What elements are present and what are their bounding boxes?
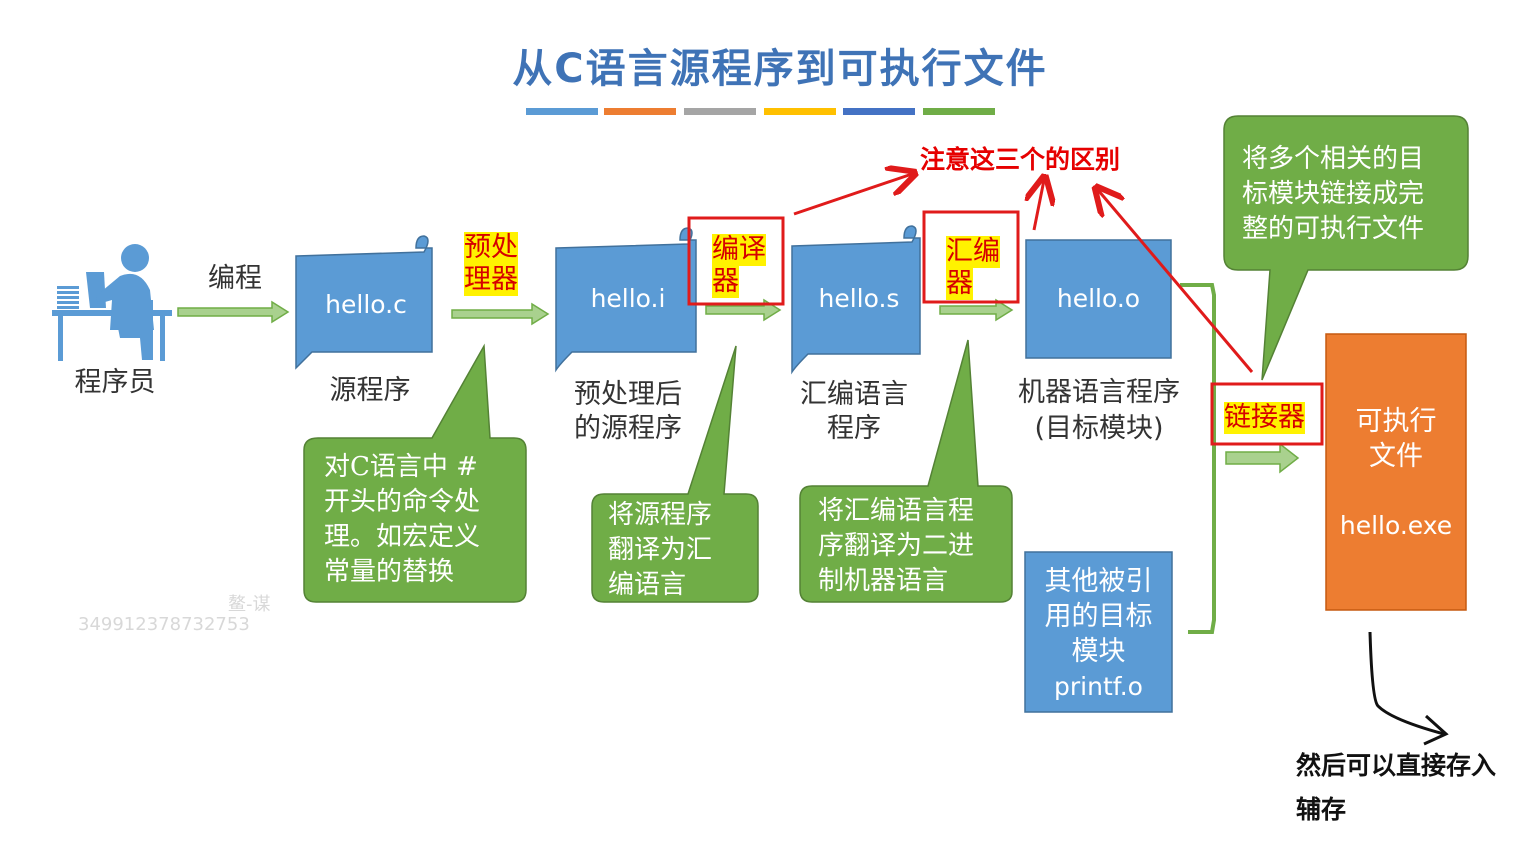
preprocess-bubble-line2: 开头的命令处 [324,487,481,517]
store-note-line2: 辅存 [1296,795,1347,824]
executable-box [1325,333,1467,611]
object-module-box [1025,239,1172,359]
assemble-bubble-text: 将汇编语言程 序翻译为二进 制机器语言 [818,494,974,599]
linker-label: 链接器 [1224,402,1305,434]
arrow-code [177,300,290,324]
other-modules-line1: 其他被引 [1044,566,1153,597]
assembler-label-line1: 汇编 [946,236,1000,268]
diagram-title: 从C语言源程序到可执行文件 [512,46,1048,92]
arrow-assemble [939,298,1014,322]
scroll-shapes [295,225,921,375]
color-bar-gray [684,108,756,115]
executable-filename: hello.exe [1339,511,1453,540]
executable-line2: 文件 [1369,441,1423,472]
difference-note: 注意这三个的区别 [920,145,1121,174]
black-arrow [1368,631,1449,746]
programmer-caption: 程序员 [74,367,156,398]
color-bar-green [923,108,995,115]
color-bar-darkblue [843,108,915,115]
watermark-line2: 349912378732753 [78,614,250,635]
preprocess-bubble-line1: 对C语言中 # [324,452,478,482]
arrow-link [1225,442,1300,474]
color-bar-orange [604,108,676,115]
store-note-line1: 然后可以直接存入 [1296,751,1497,780]
link-bubble-line2: 标模块链接成完 [1242,179,1425,209]
arrow-preprocess [451,302,550,326]
assembler-label-line2: 器 [946,268,973,300]
other-modules-line3: 模块 [1071,636,1126,667]
machine-code-caption-line2: (目标模块) [1034,413,1164,444]
other-modules-box [1024,551,1173,713]
assembler-label: 汇编 器 [946,236,1000,300]
compile-bubble-line3: 编语言 [608,570,687,600]
compile-bubble-line1: 将源程序 [608,500,713,530]
preprocess-bubble-line3: 理。如宏定义 [324,522,481,552]
source-program-caption: 源程序 [329,375,411,406]
preprocessor-label-line2: 理器 [464,264,518,296]
assembly-caption-line2: 程序 [827,413,881,444]
scroll-hello-s-name: hello.s [818,284,900,313]
other-modules-line4: printf.o [1054,672,1143,701]
executable-text: 可执行 文件 [1326,404,1466,474]
preprocessor-label-line1: 预处 [464,232,518,264]
red-highlight-boxes [687,210,1324,446]
link-bubble-line3: 整的可执行文件 [1242,214,1425,244]
assembly-caption-line1: 汇编语言 [800,379,908,410]
link-bubble-line1: 将多个相关的目 [1242,144,1425,174]
programming-label: 编程 [208,263,262,294]
assemble-bubble-line3: 制机器语言 [818,566,949,596]
link-bubble-text: 将多个相关的目 标模块链接成完 整的可执行文件 [1242,142,1424,247]
compile-bubble-line2: 翻译为汇 [608,535,713,565]
preprocess-bubble-line4: 常量的替换 [324,557,455,587]
link-bracket [1180,283,1216,634]
compiler-label-line2: 器 [712,266,739,298]
preprocessed-caption-line1: 预处理后 [574,379,682,410]
preprocessor-label: 预处 理器 [464,232,518,296]
executable-line1: 可执行 [1355,406,1437,437]
machine-code-caption-line1: 机器语言程序 [1018,377,1180,408]
preprocessed-caption-line2: 的源程序 [574,413,682,444]
assemble-bubble-line1: 将汇编语言程 [818,496,975,526]
callout-shapes [303,115,1469,603]
compile-bubble-text: 将源程序 翻译为汇 编语言 [608,498,712,603]
scroll-hello-c-name: hello.c [325,290,407,319]
object-module-name: hello.o [1056,284,1141,313]
compiler-label-line1: 编译 [712,234,766,266]
other-modules-line2: 用的目标 [1044,601,1153,632]
assembler-highlight [922,210,1020,304]
compiler-highlight [687,216,785,306]
preprocess-bubble-text: 对C语言中 # 开头的命令处 理。如宏定义 常量的替换 [324,450,480,590]
color-bar-gold [764,108,836,115]
flow-arrows [177,298,1300,474]
linker-highlight [1210,382,1324,446]
watermark-line1: 鳌-谋 [228,594,271,615]
color-bar-blue [526,108,598,115]
compiler-label: 编译 器 [712,234,766,298]
assemble-bubble-line2: 序翻译为二进 [818,531,975,561]
other-modules-text: 其他被引 用的目标 模块 printf.o [1025,564,1172,704]
programmer-icon [52,244,172,361]
red-annotation-arrows [793,174,1254,373]
scroll-hello-i-name: hello.i [590,284,666,313]
